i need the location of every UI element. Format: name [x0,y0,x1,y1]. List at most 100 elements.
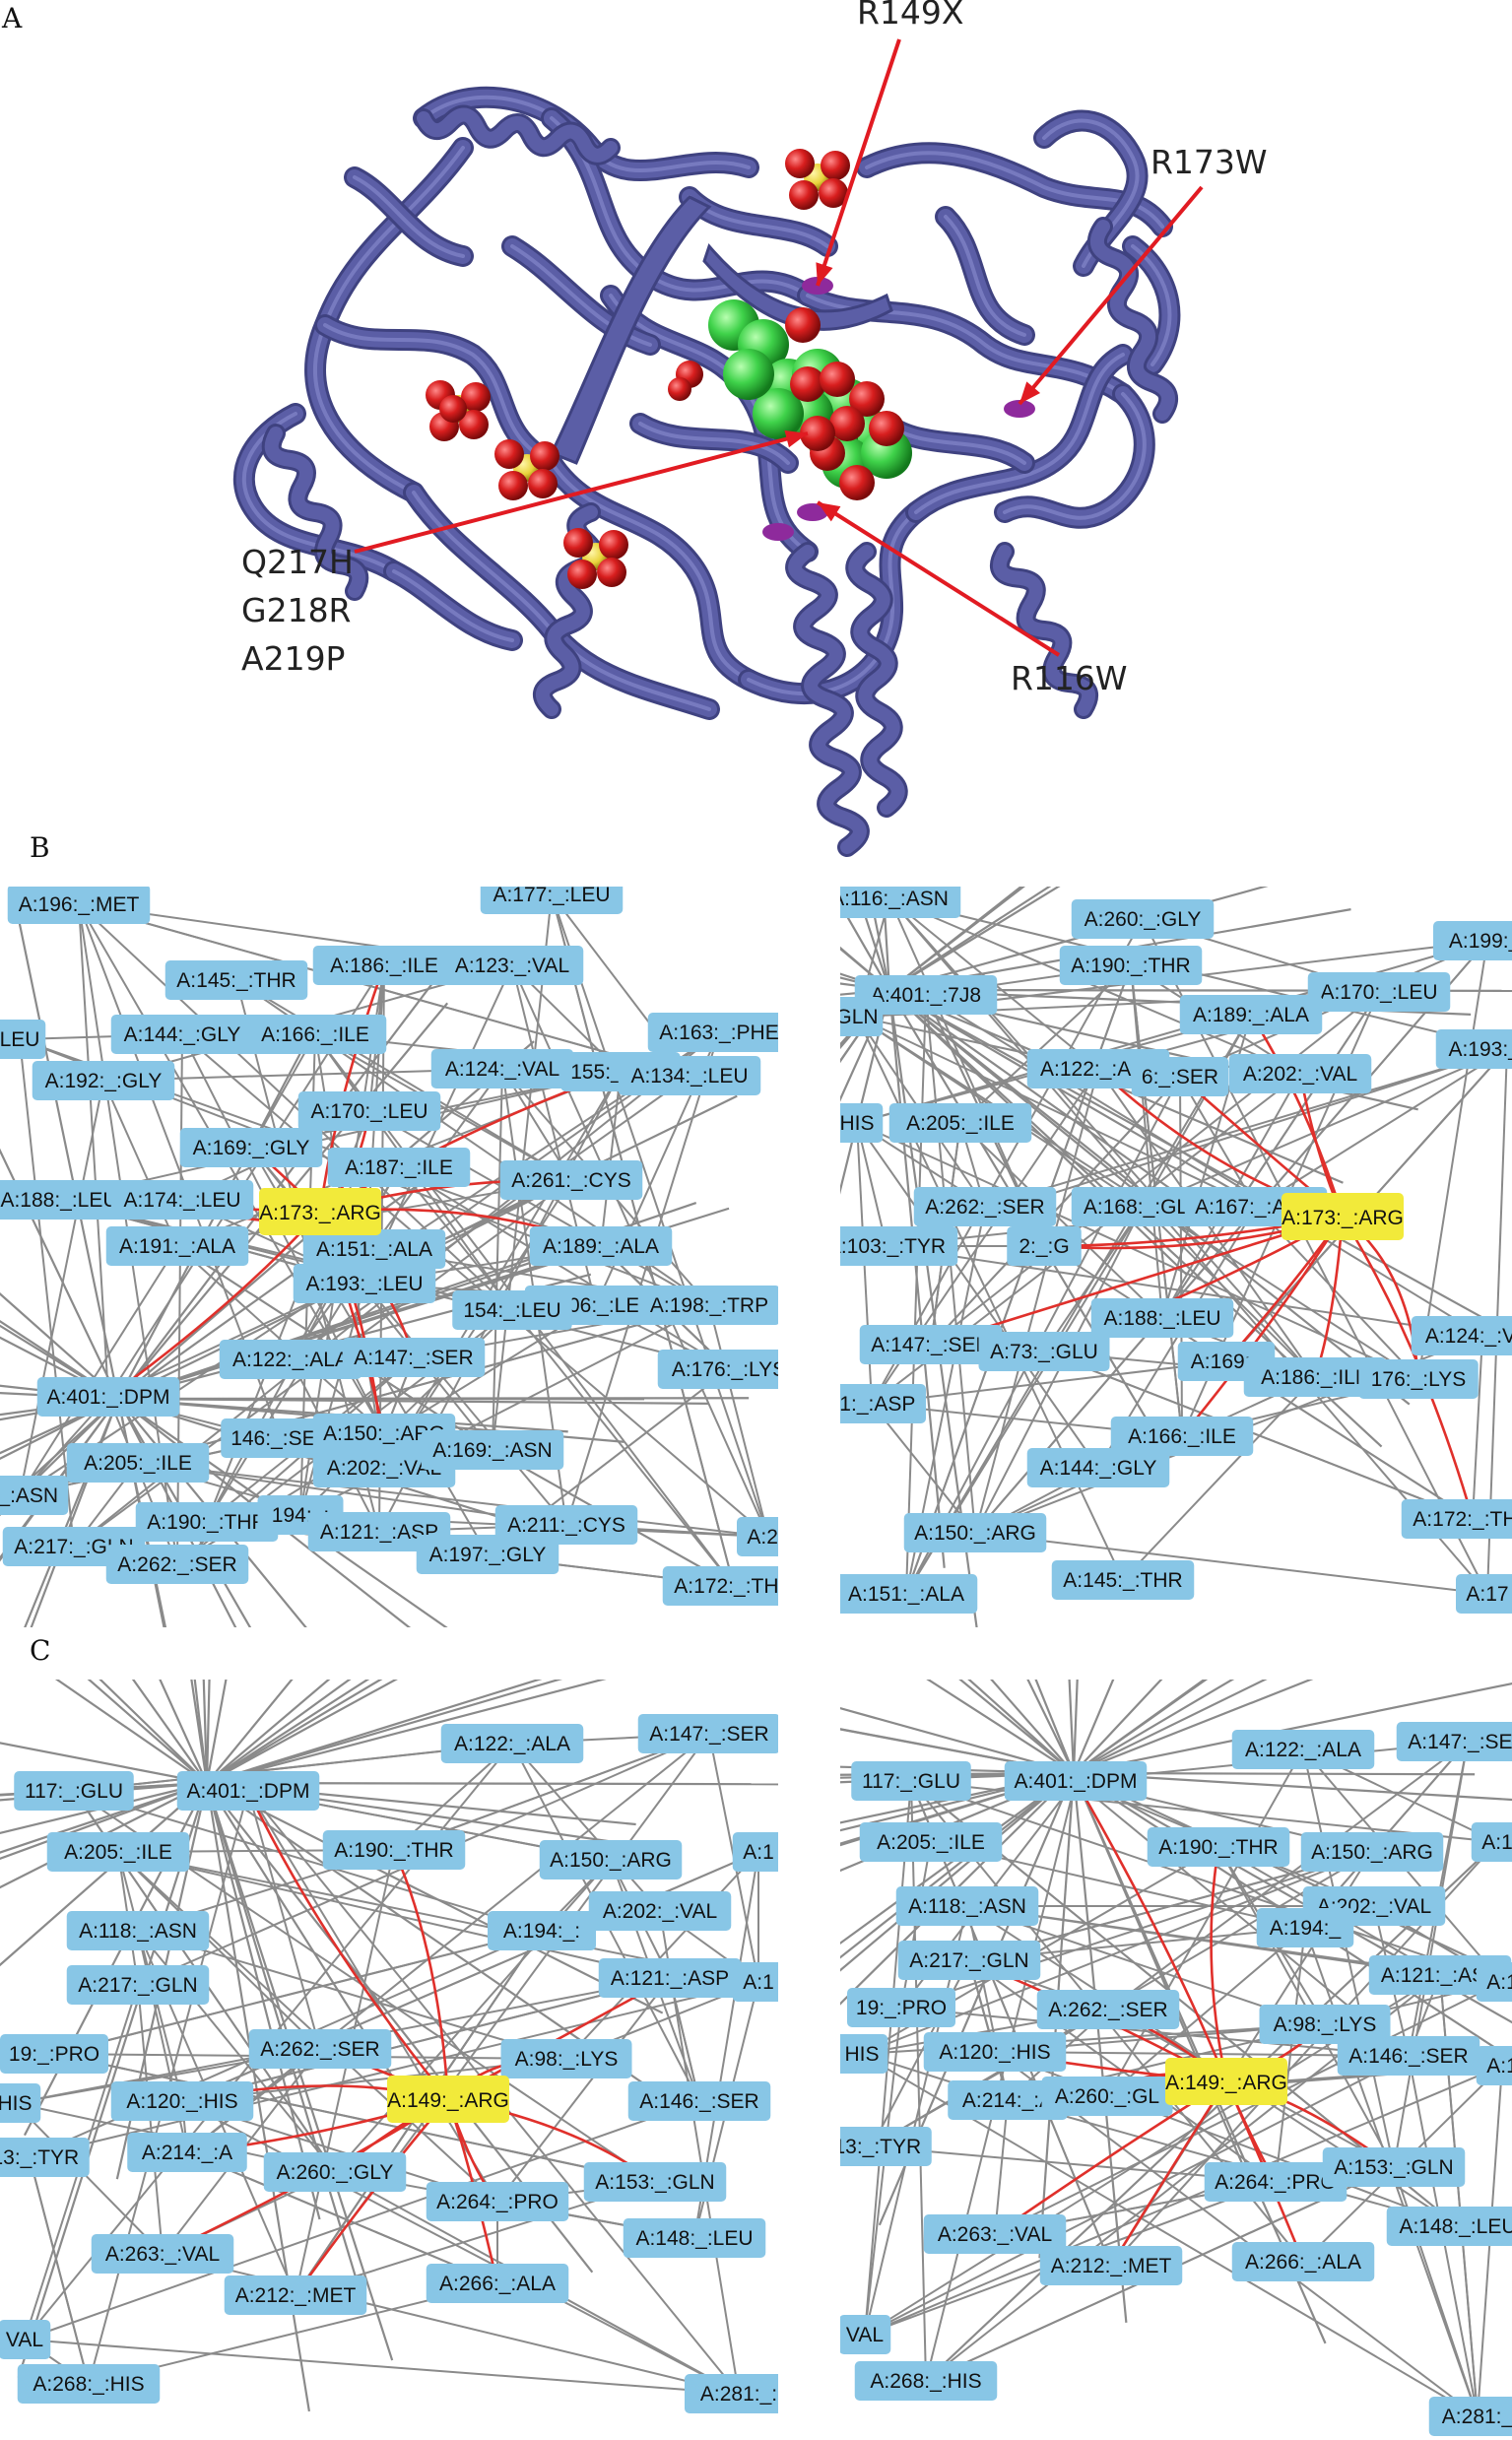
network-node: A:103:_:TYR [827,1226,958,1266]
network-edge [840,1707,1075,1775]
network-node-label: A:263:_:VAL [938,2223,1052,2246]
network-focus-label: A:173:_:ARG [259,1202,381,1224]
network-edge [206,1680,543,1785]
network-edge [926,1680,1075,1774]
network-edge [925,994,1483,1337]
network-node-label: A:163:_:PHE [659,1022,778,1044]
network-node: A:151:_:ALA [840,1574,978,1614]
network-node-label: A:122:_:ALA [1040,1058,1156,1081]
network-edge [0,1742,208,1785]
network-edge [87,1680,208,1784]
network-edge [0,1781,208,1854]
network-node-label: A:266:_:ALA [439,2273,556,2295]
sulfate-oxygen-atom [530,441,559,471]
network-edge [0,1398,119,1455]
sulfate-oxygen-atom [528,469,558,498]
network-node-label: A:122:_:ALA [454,1733,570,1755]
network-node-label: A:190:_:THR [1071,955,1190,977]
network-node: A:194:_: [488,1911,596,1950]
network-node-label: A:150:_:ARG [550,1849,672,1872]
network-node: A:196:_:MET [7,887,151,924]
mutation-site [1004,400,1035,418]
network-node: A:172:_:THR [662,1566,778,1606]
network-node: A:169:_:ASN [421,1430,564,1470]
network-edge-focus [1249,1014,1345,1218]
network-edge [206,1680,607,1785]
network-edge [19,1038,75,1548]
ligand-oxygen-atom [785,307,821,343]
network-node: A:191:_:ALA [105,1226,249,1266]
network-node: A:186:_:ILE [1243,1357,1387,1397]
network-node: A:163:_:PHE [647,1013,778,1052]
label-r149x: R149X [857,0,964,32]
network-node: LEU [0,1020,46,1059]
network-edge [176,1033,183,1565]
network-edge [131,1680,208,1784]
network-node: A:261:_:CYS [499,1160,643,1200]
network-node: A:187:_:ILE [327,1148,471,1187]
network-node: A:118:_:ASN [895,1886,1039,1926]
ligand-oxygen-atom [820,362,855,397]
network-node: A:401:_:DPM [176,1771,320,1811]
network-node-label: A:147:_:SER [871,1334,990,1356]
sulfate-oxygen-atom [567,560,597,589]
network-node: A:193:_:LEU [293,1264,436,1303]
network-edge [19,1080,104,1496]
network-node-label: A:170:_:LEU [1320,981,1437,1004]
network-node-label: A:188:_:LEU [1103,1307,1220,1330]
network-node: A:153:_:GLN [583,2162,727,2202]
network-node-label: A:20 [747,1526,789,1549]
network-node: A:189:_:ALA [529,1226,673,1266]
network-edge [78,903,109,1398]
network-node-label: A:1 [743,1971,774,1994]
network-edge [0,1782,208,1889]
network-node-label: A:186:_:ILE [330,955,438,977]
network-edge [202,1680,209,1784]
network-node-label: A:401:_:7J8 [871,984,981,1007]
network-edge [24,2339,740,2395]
network-node: 21:_:ASP [840,1384,926,1423]
network-node-label: A:262:_:SER [260,2038,379,2061]
network-node: A:194:_ [1256,1908,1354,1947]
network-node-label: A:146:_:SER [639,2090,758,2113]
network-edge [206,1680,563,1785]
network-edge [994,2099,1009,2235]
network-node: A:190:_:THR [322,1830,466,1870]
network-edge [565,1851,759,2060]
network-node: A:202:_:VAL [1228,1054,1372,1093]
ligand-carbon-atom [723,349,774,400]
network-edge [974,1068,1099,1534]
network-node-label: A:169:_:ASN [432,1439,552,1462]
network-focus-label: A:149:_:ARG [387,2089,509,2112]
network-edge [363,1283,567,1526]
network-edge [0,1384,119,1401]
network-edge [206,1782,426,2128]
network-node: A:153:_:GLN [1322,2147,1466,2187]
mutation-site [762,523,794,541]
network-node-label: A:172:_:THR [1413,1508,1512,1531]
network-edge [29,1981,759,2158]
network-node-label: A:264:_:PRO [1215,2171,1337,2194]
network-node: 19:_:PRO [0,2034,108,2074]
network-node: A:134:_:LEU [618,1056,761,1095]
network-node-label: A:145:_:THR [176,969,296,992]
network-node: A:192:_:GLY [32,1061,175,1100]
network-node-label: A:151:_:ALA [316,1238,432,1261]
network-edge [235,979,572,1181]
network-node: A:124:_:VAL [430,1049,574,1088]
network-node-label: A:202:_:VAL [327,1457,441,1480]
network-node-label: HIS [839,1112,874,1135]
network-focus-node: A:173:_:ARG [259,1188,381,1235]
label-g218r: G218R [241,591,352,629]
network-node-label: A:212:_:MET [1051,2255,1172,2277]
network-edge-focus [1074,1780,1228,2082]
network-edge [0,1320,119,1400]
network-node-label: A:194:_ [1270,1917,1342,1940]
network-node-label: VAL [6,2329,43,2351]
network-node-label: A:103:_:TYR [827,1235,946,1258]
network-edge [73,1743,513,1792]
network-node-label: LEU [0,1028,39,1051]
network-edge [0,1148,119,1400]
network-edge [492,1068,503,1451]
network-node: A:205:_:ILE [46,1832,190,1872]
